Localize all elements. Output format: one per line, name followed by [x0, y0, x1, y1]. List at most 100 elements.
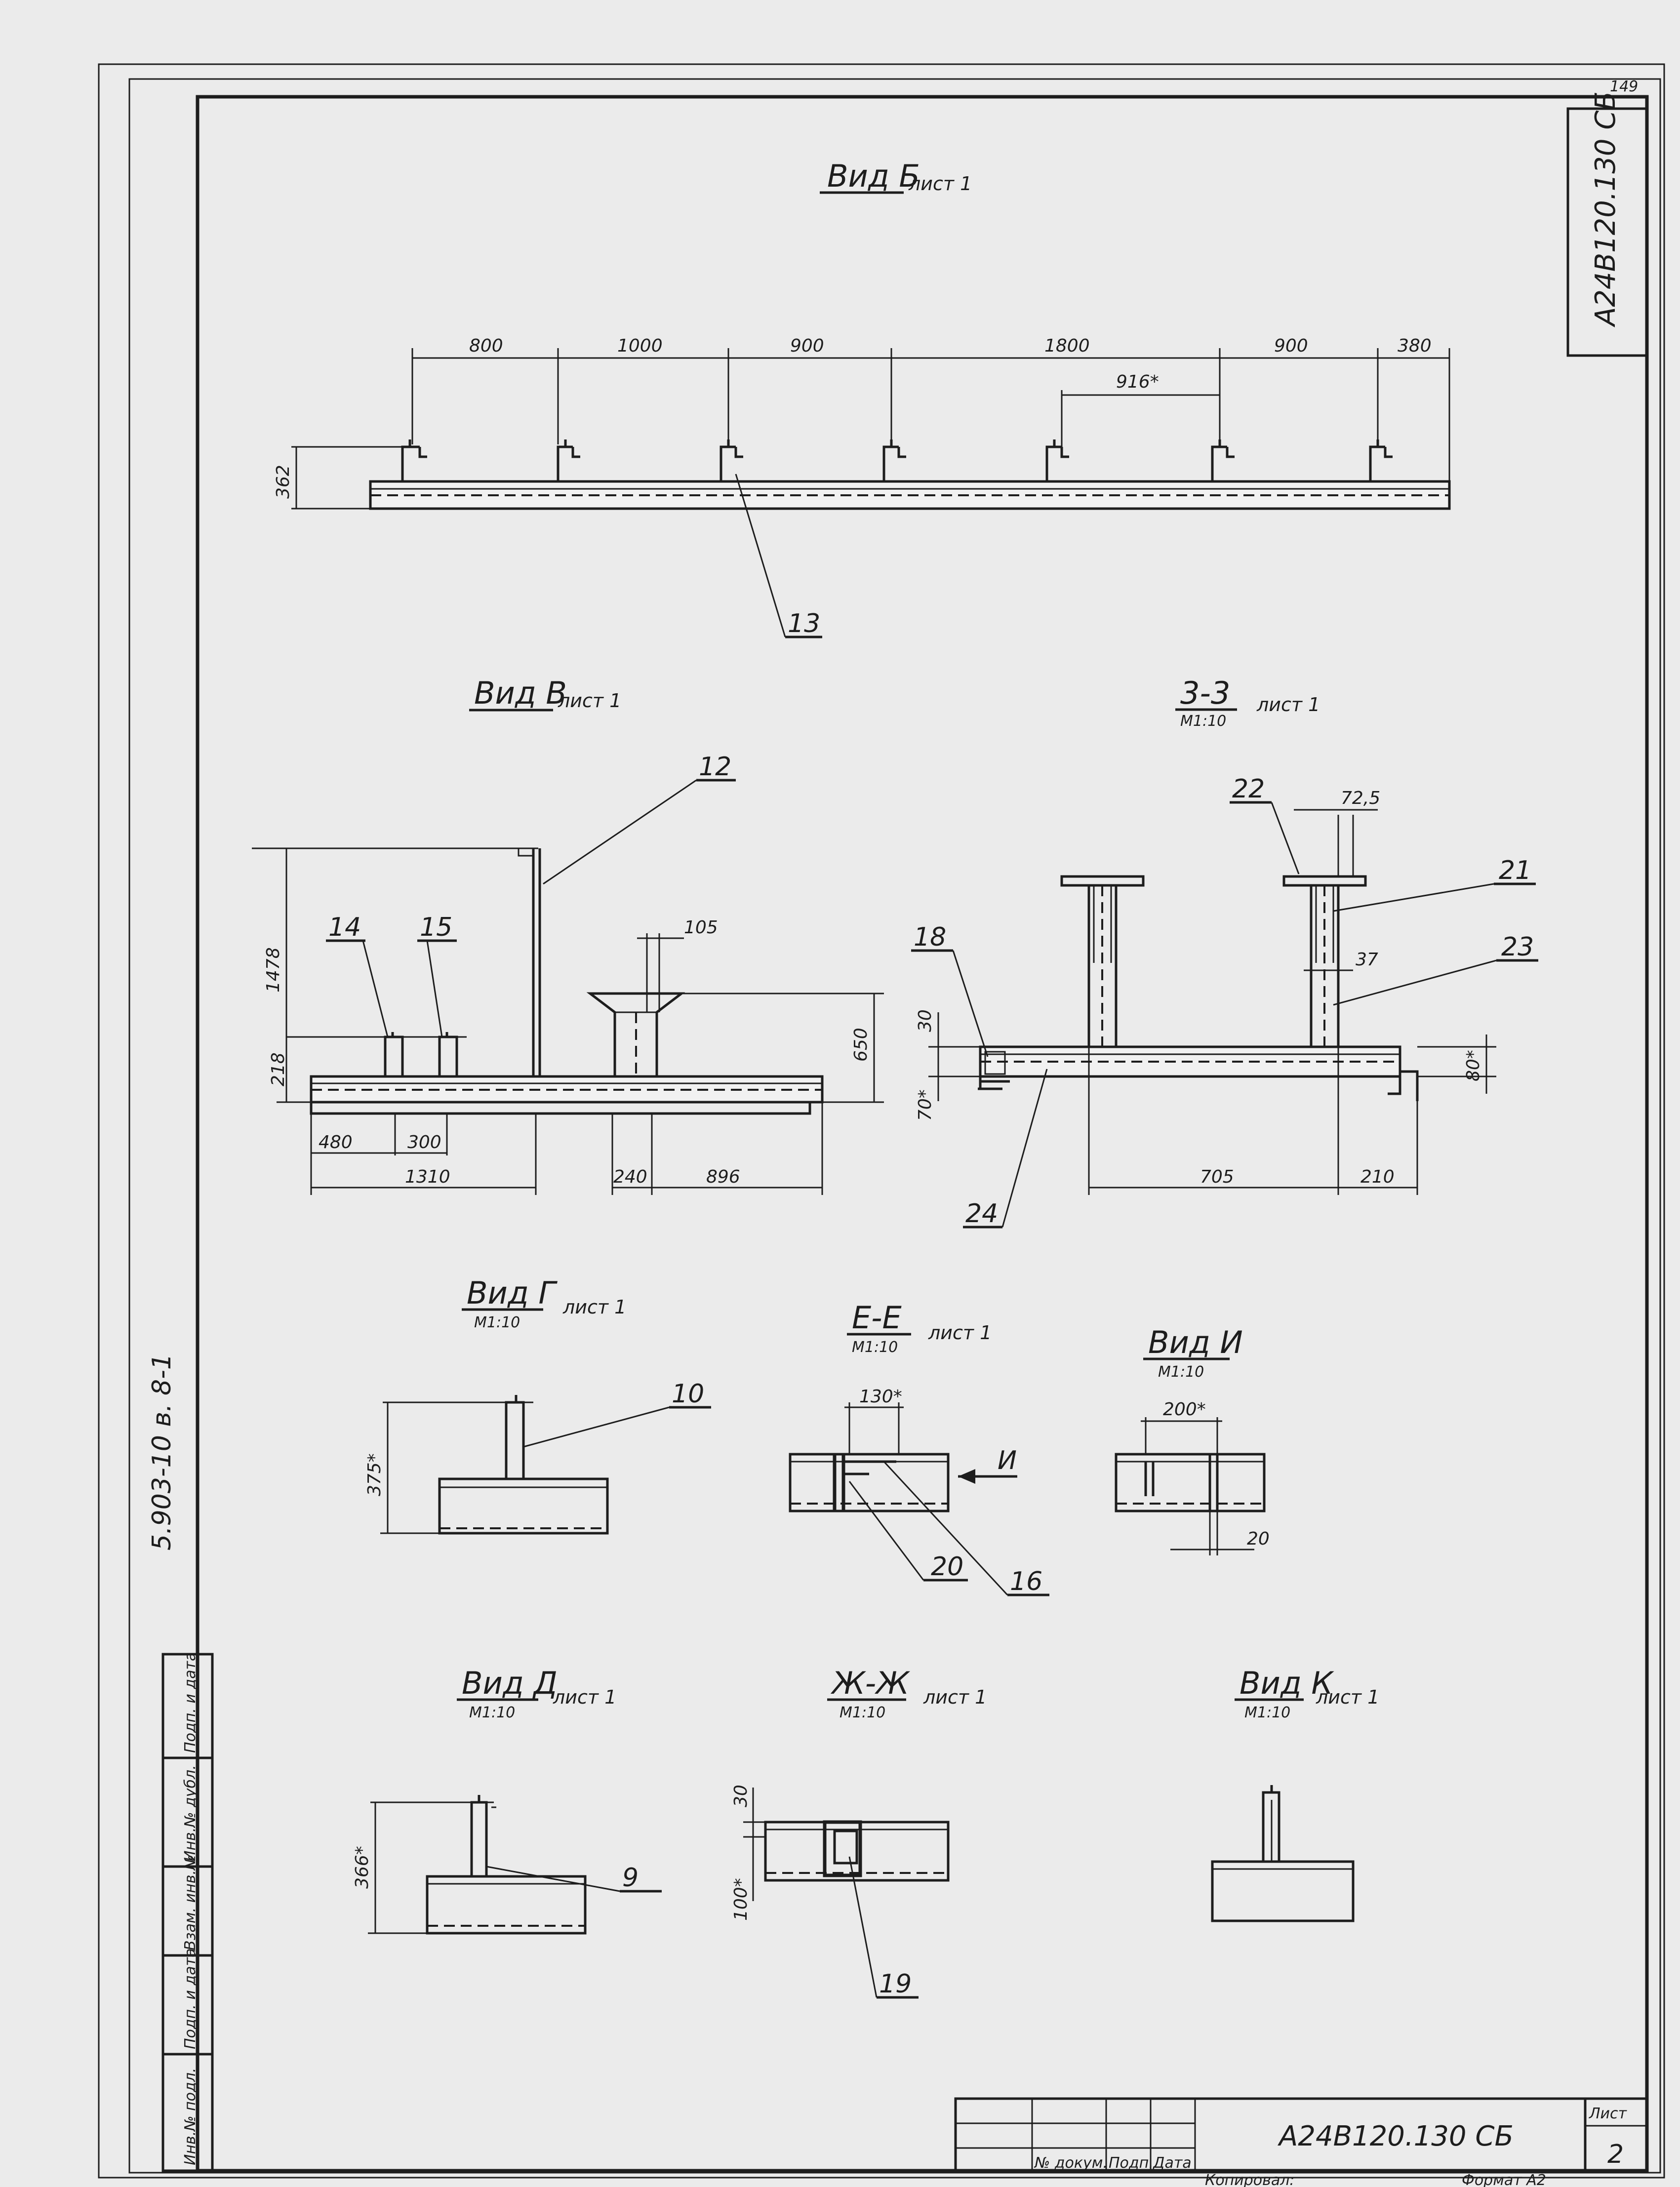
view-i: Вид И М1:10 200* 20 — [1115, 1324, 1270, 1555]
svg-text:лист 1: лист 1 — [908, 173, 972, 195]
svg-text:366*: 366* — [352, 1846, 372, 1889]
svg-text:М1:10: М1:10 — [852, 1339, 898, 1356]
svg-text:380: 380 — [1398, 336, 1432, 356]
svg-text:19: 19 — [879, 1969, 912, 1999]
svg-text:20: 20 — [1247, 1529, 1270, 1549]
doc-code-vertical: А24В120.130 СБ — [1590, 91, 1622, 327]
svg-text:Дата: Дата — [1152, 2154, 1192, 2172]
outer-frame — [98, 63, 1665, 2179]
svg-text:12: 12 — [699, 752, 731, 782]
svg-text:70*: 70* — [915, 1089, 935, 1121]
svg-text:лист 1: лист 1 — [1316, 1686, 1379, 1708]
svg-text:лист 1: лист 1 — [558, 690, 621, 712]
svg-text:105: 105 — [684, 917, 718, 938]
inner-frame — [128, 78, 1661, 2174]
svg-text:30: 30 — [915, 1009, 935, 1032]
svg-text:лист 1: лист 1 — [562, 1296, 626, 1318]
svg-text:23: 23 — [1501, 932, 1534, 962]
svg-text:650: 650 — [851, 1028, 871, 1062]
format-label: Формат А2 — [1462, 2172, 1546, 2187]
svg-text:300: 300 — [407, 1132, 441, 1153]
section-e-e: Е-Е М1:10 лист 1 130* И 20 16 — [789, 1300, 1049, 1596]
svg-text:21: 21 — [1499, 856, 1531, 885]
svg-text:13: 13 — [788, 609, 820, 638]
view-b: Вид Б лист 1 800 1000 — [273, 158, 1451, 638]
svg-text:1310: 1310 — [405, 1167, 450, 1187]
svg-text:916*: 916* — [1116, 372, 1159, 392]
svg-text:Ж-Ж: Ж-Ж — [830, 1665, 910, 1701]
title-stamp: № докум. Подп. Дата А24В120.130 СБ Лист … — [954, 2097, 1648, 2172]
svg-text:Инв.№ подл.: Инв.№ подл. — [182, 2068, 199, 2165]
svg-text:Вид Д: Вид Д — [462, 1665, 558, 1701]
svg-text:200*: 200* — [1163, 1399, 1206, 1420]
sheet-label: Лист — [1589, 2105, 1628, 2122]
svg-text:М1:10: М1:10 — [1158, 1363, 1204, 1381]
svg-text:130*: 130* — [859, 1387, 902, 1407]
svg-text:Вид К: Вид К — [1240, 1665, 1334, 1701]
svg-text:Подп.: Подп. — [1109, 2154, 1154, 2172]
svg-text:Вид И: Вид И — [1148, 1324, 1243, 1360]
svg-text:лист 1: лист 1 — [923, 1686, 987, 1708]
section-zh-zh: Ж-Ж М1:10 лист 1 30 100* 19 — [731, 1665, 987, 1999]
series-left: 5.903-10 в. 8-1 — [147, 1353, 177, 1551]
svg-text:И: И — [998, 1446, 1017, 1475]
svg-text:20: 20 — [931, 1552, 963, 1582]
svg-text:218: 218 — [268, 1052, 288, 1086]
svg-text:900: 900 — [790, 336, 824, 356]
svg-text:480: 480 — [319, 1132, 353, 1153]
svg-text:10: 10 — [672, 1379, 704, 1409]
view-k: Вид К М1:10 лист 1 — [1211, 1665, 1379, 1922]
svg-text:30: 30 — [731, 1785, 751, 1807]
svg-text:16: 16 — [1010, 1567, 1042, 1596]
svg-text:24: 24 — [965, 1199, 998, 1229]
svg-text:1800: 1800 — [1044, 336, 1090, 356]
svg-text:№ докум.: № докум. — [1034, 2154, 1108, 2172]
svg-text:22: 22 — [1232, 774, 1265, 804]
svg-text:15: 15 — [420, 913, 452, 942]
svg-text:Е-Е: Е-Е — [852, 1300, 902, 1336]
svg-text:3-3: 3-3 — [1180, 675, 1230, 711]
svg-text:М1:10: М1:10 — [1180, 713, 1226, 730]
svg-text:705: 705 — [1200, 1167, 1234, 1187]
view-d: Вид Д М1:10 лист 1 366* 9 — [352, 1665, 662, 1935]
svg-text:100*: 100* — [731, 1878, 751, 1921]
svg-text:Подп. и дата: Подп. и дата — [182, 1652, 199, 1753]
svg-text:Взам. инв.№: Взам. инв.№ — [182, 1855, 199, 1950]
svg-text:М1:10: М1:10 — [1244, 1704, 1290, 1721]
svg-text:1000: 1000 — [617, 336, 663, 356]
svg-text:896: 896 — [706, 1167, 740, 1187]
svg-text:1478: 1478 — [263, 947, 283, 993]
svg-text:Вид Г: Вид Г — [467, 1275, 558, 1311]
svg-text:Вид В: Вид В — [474, 675, 567, 711]
view-v: Вид В лист 1 105 1478 218 650 — [252, 675, 884, 1195]
svg-text:Инв.№ дубл.: Инв.№ дубл. — [182, 1765, 199, 1862]
svg-text:900: 900 — [1274, 336, 1308, 356]
svg-text:72,5: 72,5 — [1341, 788, 1380, 808]
svg-text:М1:10: М1:10 — [840, 1704, 885, 1721]
copied-label: Копировал: — [1205, 2172, 1295, 2187]
stamp-code: А24В120.130 СБ — [1278, 2120, 1514, 2152]
left-stamp: Инв.№ подл. Подп. и дата Взам. инв.№ Инв… — [161, 1652, 214, 2172]
doc-code-box — [1566, 107, 1648, 357]
svg-text:М1:10: М1:10 — [474, 1314, 520, 1331]
view-g: Вид Г М1:10 лист 1 375* 10 — [364, 1275, 711, 1535]
svg-text:800: 800 — [469, 336, 503, 356]
section-3-3: 3-3 М1:10 лист 1 72,5 37 30 — [911, 675, 1538, 1229]
svg-text:Подп. и дата: Подп. и дата — [182, 1948, 199, 2049]
svg-text:лист 1: лист 1 — [1256, 694, 1320, 716]
svg-text:лист 1: лист 1 — [928, 1322, 992, 1344]
svg-text:М1:10: М1:10 — [469, 1704, 515, 1721]
corner-number: 149 — [1610, 78, 1638, 95]
svg-text:240: 240 — [613, 1167, 647, 1187]
svg-text:14: 14 — [328, 913, 361, 942]
sheet-number: 2 — [1607, 2140, 1624, 2169]
svg-text:210: 210 — [1360, 1167, 1395, 1187]
svg-text:80*: 80* — [1463, 1050, 1483, 1081]
svg-text:37: 37 — [1356, 950, 1378, 970]
drawing-frame — [196, 95, 1649, 2173]
svg-text:Вид Б: Вид Б — [827, 158, 920, 194]
svg-text:9: 9 — [622, 1863, 639, 1893]
svg-text:362: 362 — [273, 465, 293, 499]
svg-text:375*: 375* — [364, 1453, 385, 1496]
